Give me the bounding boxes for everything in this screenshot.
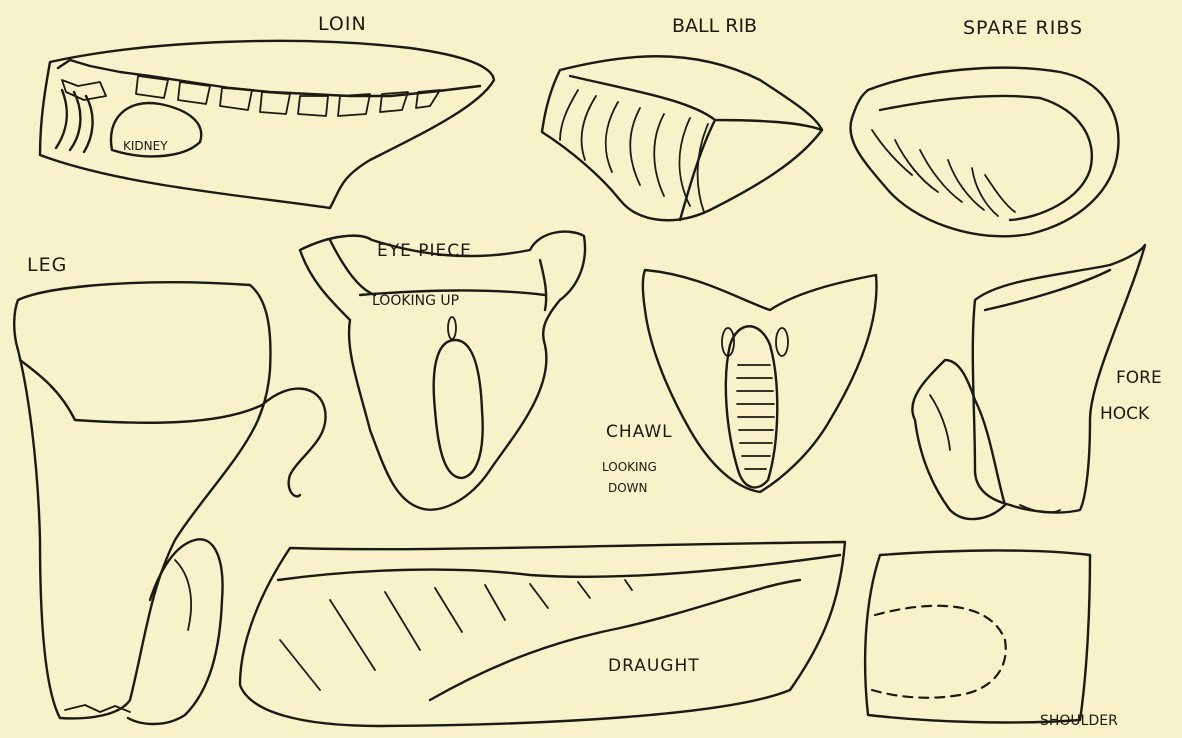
fore-label: FORE xyxy=(1116,370,1162,387)
spare-ribs-label: SPARE RIBS xyxy=(963,19,1083,38)
looking-label: LOOKING xyxy=(602,461,657,473)
ball-rib-drawing xyxy=(542,56,822,220)
chawl-label: CHAWL xyxy=(606,424,673,441)
leg-drawing xyxy=(14,282,325,724)
kidney-label: KIDNEY xyxy=(123,140,168,152)
ball-rib-label: BALL RIB xyxy=(672,17,757,36)
eye-piece-drawing xyxy=(300,232,585,510)
draught-drawing xyxy=(240,542,845,726)
leg-label: LEG xyxy=(27,256,67,275)
chawl-drawing xyxy=(643,270,877,492)
shoulder-label: SHOULDER xyxy=(1040,714,1118,728)
shoulder-drawing xyxy=(865,550,1090,722)
hock-label: HOCK xyxy=(1100,406,1149,423)
loin-label: LOIN xyxy=(318,15,367,34)
draught-label: DRAUGHT xyxy=(608,658,700,675)
eye-piece-label: EYE PIECE xyxy=(377,243,472,260)
down-label: DOWN xyxy=(608,482,648,494)
fore-hock-drawing xyxy=(912,245,1145,519)
spare-ribs-drawing xyxy=(850,68,1118,236)
looking-up-label: LOOKING UP xyxy=(372,294,459,308)
loin-drawing xyxy=(40,41,494,208)
